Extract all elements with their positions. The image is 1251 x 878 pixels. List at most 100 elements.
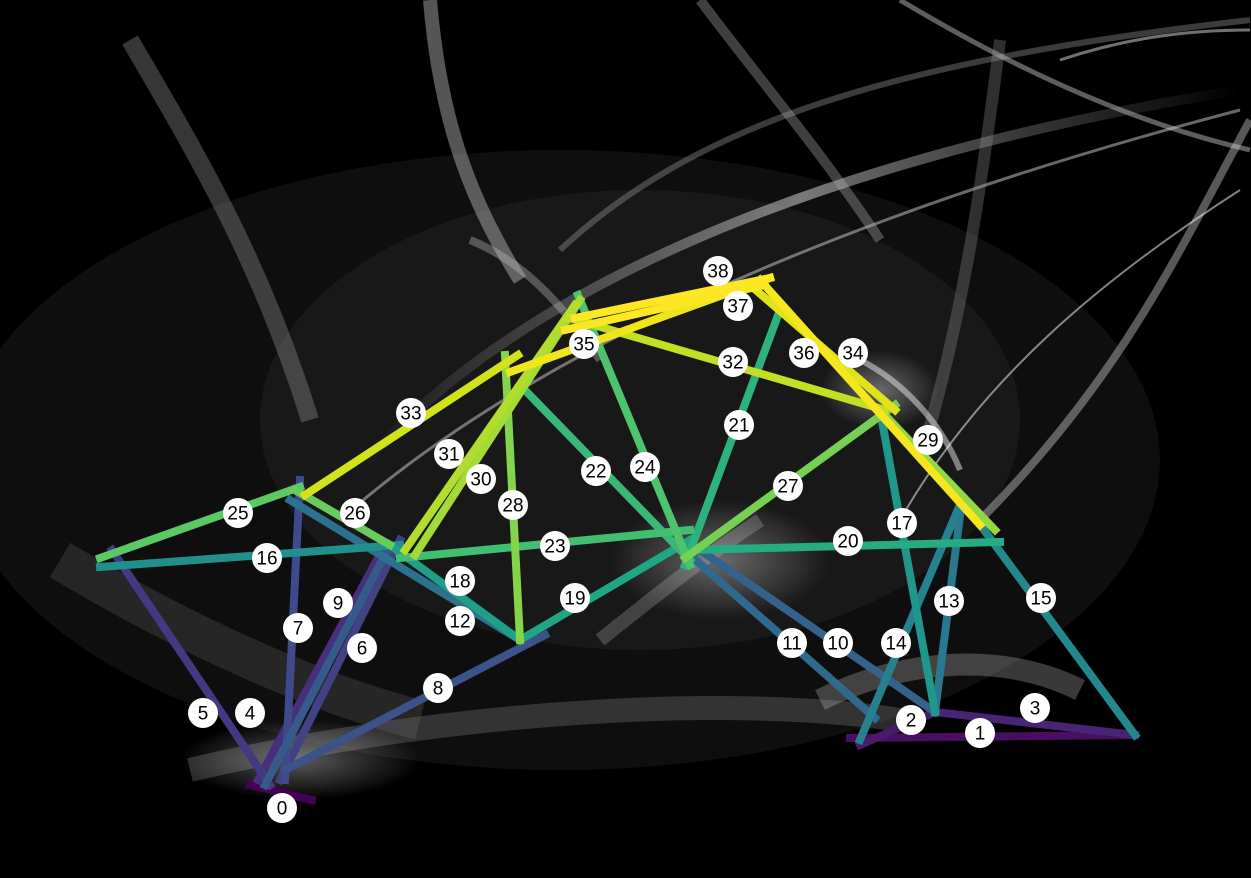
member-label-31: 31 (434, 439, 464, 469)
member-label-badge (560, 583, 590, 613)
member-label-1: 1 (965, 718, 995, 748)
member-label-text: 9 (333, 594, 344, 615)
member-label-text: 26 (344, 504, 365, 525)
member-label-text: 12 (449, 612, 470, 633)
member-label-5: 5 (188, 698, 218, 728)
member-label-text: 25 (227, 504, 248, 525)
member-6 (274, 534, 406, 786)
member-label-24: 24 (630, 452, 660, 482)
member-label-12: 12 (445, 606, 475, 636)
member-label-text: 3 (1030, 699, 1041, 720)
member-label-text: 34 (842, 344, 864, 365)
member-label-text: 27 (777, 477, 798, 498)
member-label-badge (498, 490, 528, 520)
member-16 (95, 540, 405, 572)
member-label-text: 11 (782, 634, 802, 655)
member-label-text: 17 (891, 514, 912, 535)
member-label-text: 8 (433, 679, 444, 700)
member-label-38: 38 (703, 256, 733, 286)
member-label-badge (252, 543, 282, 573)
member-label-text: 1 (975, 724, 986, 745)
member-label-35: 35 (569, 329, 599, 359)
member-label-text: 22 (585, 462, 606, 483)
member-label-36: 36 (789, 338, 819, 368)
member-label-text: 38 (707, 262, 728, 283)
member-label-15: 15 (1026, 583, 1056, 613)
member-label-badge (466, 464, 496, 494)
member-label-0: 0 (267, 793, 297, 823)
member-label-17: 17 (887, 508, 917, 538)
member-label-badge (445, 566, 475, 596)
member-8 (279, 629, 551, 776)
member-4 (252, 539, 391, 786)
member-label-badge (823, 628, 853, 658)
member-label-badge (1026, 583, 1056, 613)
member-label-badge (881, 628, 911, 658)
member-label-16: 16 (252, 543, 282, 573)
member-label-text: 21 (728, 416, 749, 437)
member-label-19: 19 (560, 583, 590, 613)
member-label-text: 33 (400, 404, 421, 425)
member-10 (694, 544, 941, 718)
member-label-badge (581, 456, 611, 486)
member-label-20: 20 (833, 526, 863, 556)
member-label-badge (887, 508, 917, 538)
member-label-text: 28 (502, 496, 523, 517)
member-label-23: 23 (540, 531, 570, 561)
member-label-badge (347, 633, 377, 663)
member-label-badge (1020, 693, 1050, 723)
member-label-badge (718, 347, 748, 377)
member-label-text: 32 (722, 353, 743, 374)
member-label-text: 6 (357, 639, 368, 660)
member-label-4: 4 (235, 698, 265, 728)
member-label-text: 15 (1030, 589, 1051, 610)
member-label-9: 9 (323, 588, 353, 618)
member-label-badge (283, 613, 313, 643)
member-label-badge (434, 439, 464, 469)
member-label-18: 18 (445, 566, 475, 596)
member-label-text: 16 (256, 549, 277, 570)
member-label-7: 7 (283, 613, 313, 643)
member-label-text: 19 (564, 589, 585, 610)
member-label-13: 13 (934, 586, 964, 616)
member-label-text: 24 (634, 458, 656, 479)
member-label-33: 33 (396, 398, 426, 428)
member-19 (514, 534, 696, 646)
member-label-22: 22 (581, 456, 611, 486)
member-label-badge (703, 256, 733, 286)
member-label-text: 18 (449, 572, 470, 593)
member-label-30: 30 (466, 464, 496, 494)
member-label-11: 11 (777, 628, 807, 658)
member-label-10: 10 (823, 628, 853, 658)
member-label-badge (934, 586, 964, 616)
member-label-14: 14 (881, 628, 911, 658)
member-label-badge (913, 425, 943, 455)
member-38 (570, 273, 775, 323)
member-label-32: 32 (718, 347, 748, 377)
member-label-badge (340, 498, 370, 528)
member-label-27: 27 (773, 471, 803, 501)
member-label-text: 35 (573, 335, 594, 356)
member-36 (754, 274, 986, 531)
member-label-text: 36 (793, 344, 814, 365)
member-label-badge (540, 531, 570, 561)
member-31 (399, 299, 581, 556)
member-label-text: 7 (293, 619, 304, 640)
member-label-badge (569, 329, 599, 359)
member-label-6: 6 (347, 633, 377, 663)
member-label-badge (965, 718, 995, 748)
member-label-badge (724, 410, 754, 440)
member-label-text: 23 (544, 537, 565, 558)
member-label-badge (235, 698, 265, 728)
member-label-text: 10 (827, 634, 848, 655)
member-label-3: 3 (1020, 693, 1050, 723)
member-label-badge (188, 698, 218, 728)
member-label-badge (838, 338, 868, 368)
member-label-34: 34 (838, 338, 868, 368)
member-label-badge (773, 471, 803, 501)
member-label-29: 29 (913, 425, 943, 455)
member-label-21: 21 (724, 410, 754, 440)
member-label-badge (630, 452, 660, 482)
member-label-badge (723, 291, 753, 321)
